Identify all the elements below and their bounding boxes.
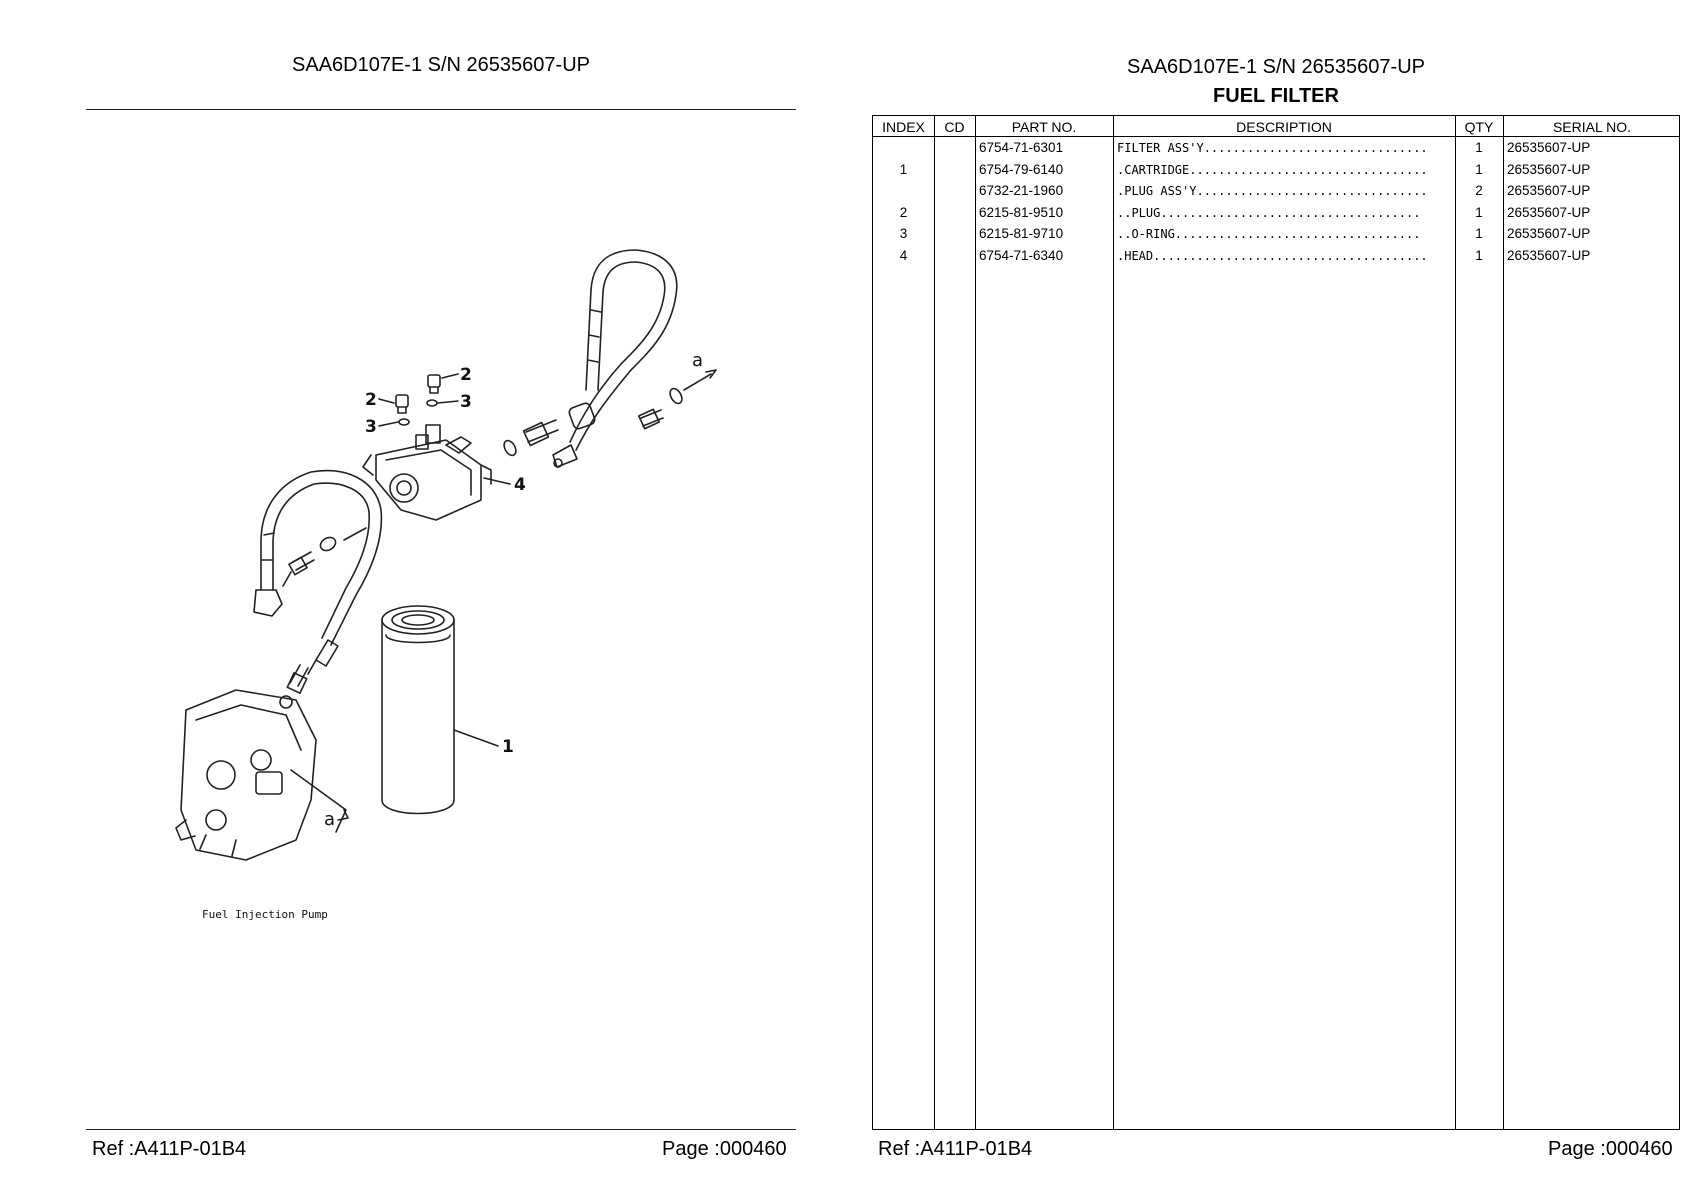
row-3-part-no: 6215-81-9510: [979, 205, 1064, 220]
upper-hose: [552, 249, 678, 468]
connection-mark-a-bottom: a: [324, 809, 335, 830]
header-qty: QTY: [1464, 119, 1494, 135]
left-footer-rule: [86, 1129, 796, 1130]
row-2-serial-no: 26535607-UP: [1507, 183, 1591, 198]
left-ref: Ref :A411P-01B4: [92, 1138, 247, 1160]
right-ref: Ref :A411P-01B4: [878, 1138, 1033, 1160]
filter-cartridge: [381, 605, 499, 815]
row-4-part-no: 6215-81-9710: [979, 226, 1064, 241]
header-cd: CD: [944, 119, 965, 135]
right-page-title: SAA6D107E-1 S/N 26535607-UP: [1127, 56, 1425, 78]
row-0-part-no: 6754-71-6301: [979, 140, 1064, 155]
col-description: [1113, 116, 1456, 1129]
row-3-index: 2: [899, 205, 908, 220]
header-part-no: PART NO.: [1011, 119, 1077, 135]
lower-hose: [253, 469, 383, 709]
plugs-and-orings: [378, 373, 511, 485]
callout-4: 4: [514, 475, 526, 495]
header-serial-no: SERIAL NO.: [1552, 119, 1632, 135]
row-5-part-no: 6754-71-6340: [979, 248, 1064, 263]
col-cd: [934, 116, 976, 1129]
row-0-description: FILTER ASS'Y............................…: [1117, 141, 1428, 155]
connection-mark-a-top: a: [692, 350, 703, 371]
left-header-rule: [86, 109, 796, 110]
callout-1: 1: [502, 737, 514, 757]
row-0-serial-no: 26535607-UP: [1507, 140, 1591, 155]
pump-label: Fuel Injection Pump: [202, 908, 328, 921]
row-4-index: 3: [899, 226, 908, 241]
row-1-part-no: 6754-79-6140: [979, 162, 1064, 177]
parts-table: INDEX CD PART NO. DESCRIPTION QTY SERIAL…: [872, 115, 1680, 1130]
upper-fittings: [503, 369, 717, 457]
row-2-qty: 2: [1475, 183, 1483, 198]
col-qty: [1455, 116, 1504, 1129]
row-0-qty: 1: [1475, 140, 1483, 155]
header-description: DESCRIPTION: [1236, 119, 1332, 135]
row-4-description: ..O-RING................................…: [1117, 227, 1421, 241]
right-page-number: Page :000460: [1548, 1138, 1673, 1160]
header-rule: [873, 136, 1679, 137]
callout-2-right: 2: [460, 365, 472, 385]
row-3-description: ..PLUG..................................…: [1117, 206, 1421, 220]
col-index: [873, 116, 935, 1129]
exploded-parts-diagram: 2 3 2 3 4 1 a a Fuel Injection Pump: [175, 249, 717, 921]
header-index: INDEX: [882, 119, 925, 135]
row-5-description: .HEAD...................................…: [1117, 249, 1428, 263]
col-part-no: [975, 116, 1114, 1129]
left-page-title: SAA6D107E-1 S/N 26535607-UP: [292, 54, 590, 76]
callout-3-left: 3: [365, 417, 377, 437]
row-3-qty: 1: [1475, 205, 1483, 220]
row-1-index: 1: [899, 162, 908, 177]
left-page-number: Page :000460: [662, 1138, 787, 1160]
row-2-part-no: 6732-21-1960: [979, 183, 1064, 198]
row-4-serial-no: 26535607-UP: [1507, 226, 1591, 241]
row-1-description: .CARTRIDGE..............................…: [1117, 163, 1428, 177]
row-4-qty: 1: [1475, 226, 1483, 241]
filter-head: [362, 424, 492, 521]
row-5-serial-no: 26535607-UP: [1507, 248, 1591, 263]
row-2-description: .PLUG ASS'Y.............................…: [1117, 184, 1428, 198]
row-5-qty: 1: [1475, 248, 1483, 263]
row-3-serial-no: 26535607-UP: [1507, 205, 1591, 220]
fuel-injection-pump: [175, 689, 349, 861]
callout-2-left: 2: [365, 390, 377, 410]
row-1-qty: 1: [1475, 162, 1483, 177]
section-title: FUEL FILTER: [1213, 85, 1339, 107]
callout-3-right: 3: [460, 392, 472, 412]
row-5-index: 4: [899, 248, 908, 263]
row-1-serial-no: 26535607-UP: [1507, 162, 1591, 177]
